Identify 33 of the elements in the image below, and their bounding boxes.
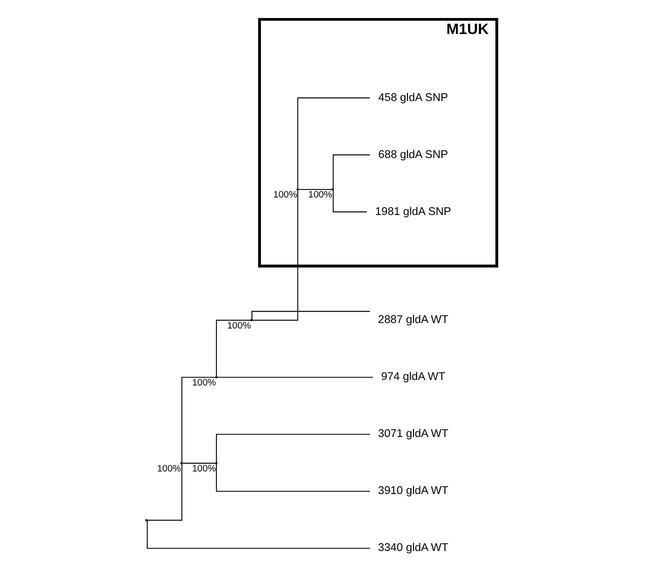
connector	[298, 188, 332, 190]
node-text: 458 gldA SNP	[378, 92, 448, 104]
node-point	[180, 462, 183, 464]
node-point	[215, 462, 218, 464]
node-label: 100%	[273, 190, 298, 200]
node-text: 688 gldA SNP	[378, 148, 448, 161]
node-point	[215, 376, 218, 378]
connector	[182, 462, 216, 464]
connector	[146, 520, 371, 549]
connector	[216, 376, 374, 378]
connector	[216, 434, 370, 463]
node-label: 100%	[308, 190, 332, 200]
node-point	[250, 319, 253, 322]
node-text: 974 gldA WT	[381, 371, 446, 384]
node-point	[296, 188, 299, 191]
connector	[252, 190, 298, 321]
node-text: 3910 gldA WT	[378, 485, 448, 498]
node-text: 2887 gldA WT	[378, 314, 448, 326]
node-point	[331, 188, 334, 191]
node-label: 100%	[192, 377, 216, 388]
node-text: 3071 gldA WT	[378, 428, 448, 440]
connector	[216, 320, 251, 377]
connector	[332, 154, 370, 190]
node-point	[145, 519, 148, 522]
connector	[332, 189, 368, 212]
node-text: 3340 gldA WT	[378, 542, 448, 554]
node-label: 100%	[227, 320, 251, 330]
connector	[146, 463, 182, 521]
node-text: 1981 gldA SNP	[375, 206, 452, 218]
node-label: 100%	[192, 463, 216, 474]
connector	[297, 97, 370, 189]
node-label: 100%	[157, 463, 181, 474]
connector	[181, 376, 216, 464]
